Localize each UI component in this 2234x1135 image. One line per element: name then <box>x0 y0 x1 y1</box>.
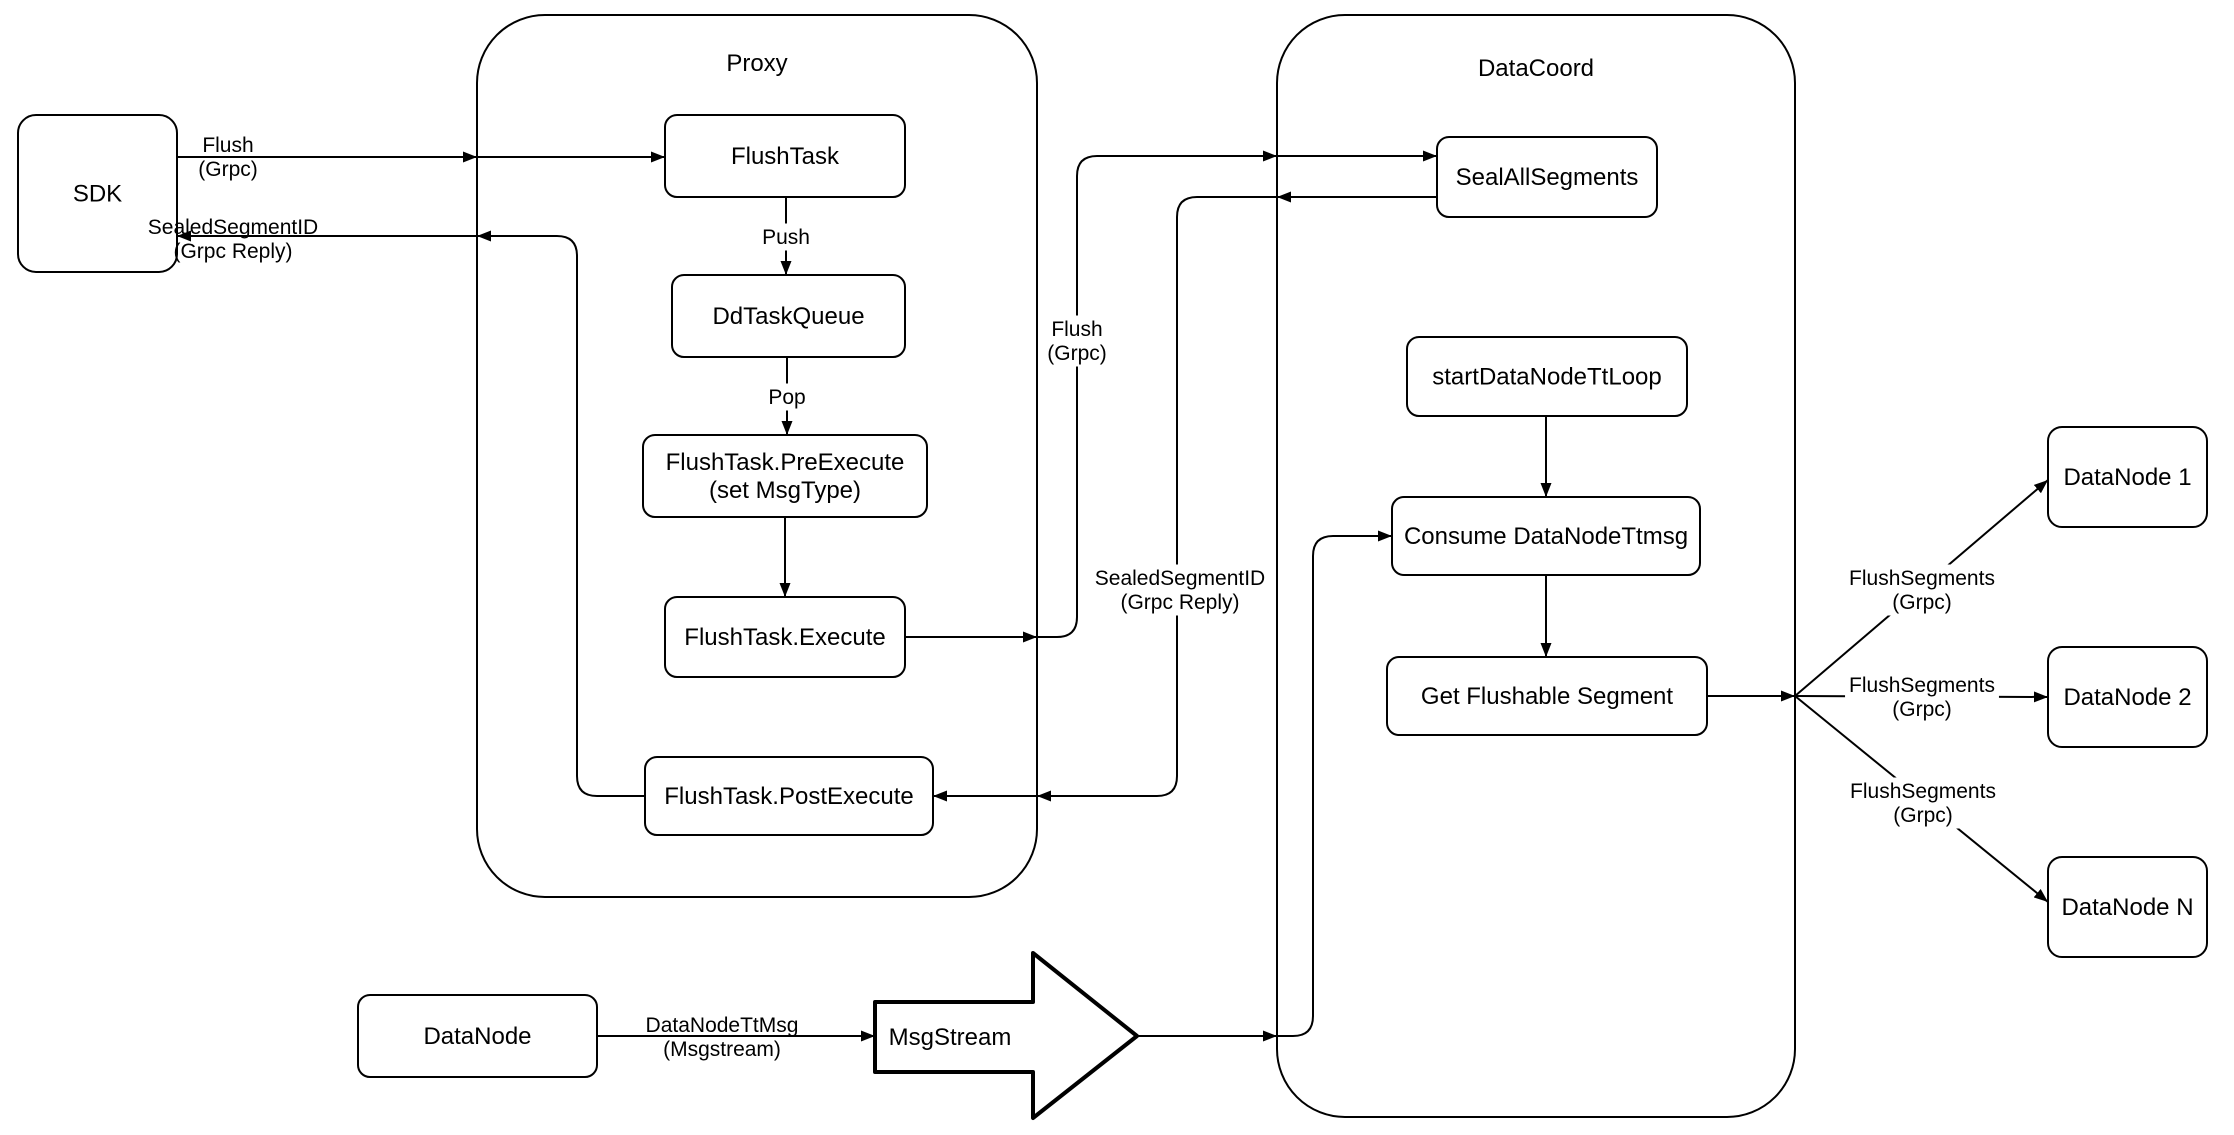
node-consume-datanodettmsg-label: Consume DataNodeTtmsg <box>1404 523 1688 550</box>
label-flushsegments-1-text: FlushSegments(Grpc) <box>1849 567 1995 614</box>
node-datanode-1-label: DataNode 1 <box>2063 464 2191 491</box>
node-datanode-2-label: DataNode 2 <box>2063 684 2191 711</box>
label-push-bg <box>758 223 814 251</box>
container-proxy-title: Proxy <box>726 50 787 77</box>
node-datanode-bottom-box <box>357 994 598 1078</box>
label-sealedsegmentid-mid: SealedSegmentID(Grpc Reply) <box>1090 564 1270 616</box>
label-flushsegments-1-bg <box>1845 564 1999 616</box>
node-datanode-2: DataNode 2 <box>2047 646 2208 748</box>
label-flushsegments-2-text: FlushSegments(Grpc) <box>1849 674 1995 721</box>
node-sealallsegments-box <box>1436 136 1658 218</box>
edge-datacoord-to-consume <box>1277 530 1392 1037</box>
node-sdk: SDK <box>17 114 178 273</box>
edge-labels-layer: Flush(Grpc) SealedSegmentID(Grpc Reply) Pu… <box>148 134 2000 1061</box>
node-flushtask-preexecute-box <box>642 434 928 518</box>
label-flushsegments-n-text: FlushSegments(Grpc) <box>1850 780 1996 827</box>
label-push: Push <box>758 223 814 251</box>
label-datanodettmsg: DataNodeTtMsg(Msgstream) <box>646 1014 799 1061</box>
node-flushtask-postexecute-label: FlushTask.PostExecute <box>664 783 913 810</box>
node-datanode-n-label: DataNode N <box>2061 894 2193 921</box>
label-flush-grpc-mid: Flush(Grpc) <box>1043 315 1111 367</box>
label-sealedsegmentid-mid-text: SealedSegmentID(Grpc Reply) <box>1095 567 1265 614</box>
block-arrow-layer: MsgStream <box>873 951 1139 1120</box>
node-get-flushable-segment-label: Get Flushable Segment <box>1421 683 1673 710</box>
label-pop-text: Pop <box>768 386 805 409</box>
node-flushtask-execute-box <box>664 596 906 678</box>
node-sdk-label: SDK <box>73 180 122 207</box>
container-datacoord-title: DataCoord <box>1478 55 1594 82</box>
node-flushtask-execute: FlushTask.Execute <box>664 596 906 678</box>
node-startdatanodettloop-label: startDataNodeTtLoop <box>1432 363 1661 390</box>
node-flushtask-box <box>664 114 906 198</box>
node-get-flushable-segment: Get Flushable Segment <box>1386 656 1708 736</box>
node-datanode-2-box <box>2047 646 2208 748</box>
label-flush-grpc-sdk: Flush(Grpc) <box>198 134 258 181</box>
node-startdatanodettloop: startDataNodeTtLoop <box>1406 336 1688 417</box>
label-push-text: Push <box>762 226 810 249</box>
label-flushsegments-n-bg <box>1846 777 2000 829</box>
node-ddtaskqueue: DdTaskQueue <box>671 274 906 358</box>
node-ddtaskqueue-box <box>671 274 906 358</box>
node-startdatanodettloop-box <box>1406 336 1688 417</box>
msgstream-shape: MsgStream <box>873 951 1139 1120</box>
node-flushtask-preexecute-label: FlushTask.PreExecute(set MsgType) <box>666 449 905 504</box>
node-flushtask-postexecute: FlushTask.PostExecute <box>644 756 934 836</box>
edge-postexecute-to-proxy-edge <box>477 230 645 797</box>
node-flushtask-preexecute: FlushTask.PreExecute(set MsgType) <box>642 434 928 518</box>
node-flushtask: FlushTask <box>664 114 906 198</box>
label-pop-bg <box>764 383 810 411</box>
node-flushtask-execute-label: FlushTask.Execute <box>684 624 885 651</box>
label-flushsegments-1: FlushSegments(Grpc) <box>1845 564 1999 616</box>
edge-proxy-to-datacoord-flush <box>1037 150 1277 638</box>
msgstream-label: MsgStream <box>889 1024 1012 1051</box>
node-datanode-bottom-label: DataNode <box>423 1023 531 1050</box>
node-ddtaskqueue-label: DdTaskQueue <box>712 303 864 330</box>
label-flushsegments-n: FlushSegments(Grpc) <box>1846 777 2000 829</box>
label-datanodettmsg-text: DataNodeTtMsg(Msgstream) <box>646 1014 799 1061</box>
label-sealedsegmentid-sdk: SealedSegmentID(Grpc Reply) <box>148 216 318 263</box>
msgstream-polygon <box>873 951 1139 1120</box>
label-sealedsegmentid-mid-bg <box>1090 564 1270 616</box>
node-consume-datanodettmsg-box <box>1391 496 1701 576</box>
label-flush-grpc-sdk-text: Flush(Grpc) <box>198 134 258 181</box>
node-datanode-1: DataNode 1 <box>2047 426 2208 528</box>
node-sdk-box <box>17 114 178 273</box>
label-flushsegments-2-bg <box>1845 671 1999 723</box>
label-flush-grpc-mid-text: Flush(Grpc) <box>1047 318 1107 365</box>
label-flushsegments-2: FlushSegments(Grpc) <box>1845 671 1999 723</box>
node-datanode-n-box <box>2047 856 2208 958</box>
label-sealedsegmentid-sdk-text: SealedSegmentID(Grpc Reply) <box>148 216 318 263</box>
node-datanode-1-box <box>2047 426 2208 528</box>
node-flushtask-postexecute-box <box>644 756 934 836</box>
label-pop: Pop <box>764 383 810 411</box>
node-consume-datanodettmsg: Consume DataNodeTtmsg <box>1391 496 1701 576</box>
node-flushtask-label: FlushTask <box>731 143 840 170</box>
node-datanode-n: DataNode N <box>2047 856 2208 958</box>
label-flush-grpc-mid-bg <box>1043 315 1111 367</box>
node-datanode-bottom: DataNode <box>357 994 598 1078</box>
node-sealallsegments-label: SealAllSegments <box>1456 164 1639 191</box>
nodes-layer: SDK FlushTaskDdTaskQueueFlushTask.PreExec… <box>17 114 2208 1078</box>
edge-datacoord-to-proxy-sealed <box>1037 196 1277 802</box>
node-get-flushable-segment-box <box>1386 656 1708 736</box>
node-sealallsegments: SealAllSegments <box>1436 136 1658 218</box>
